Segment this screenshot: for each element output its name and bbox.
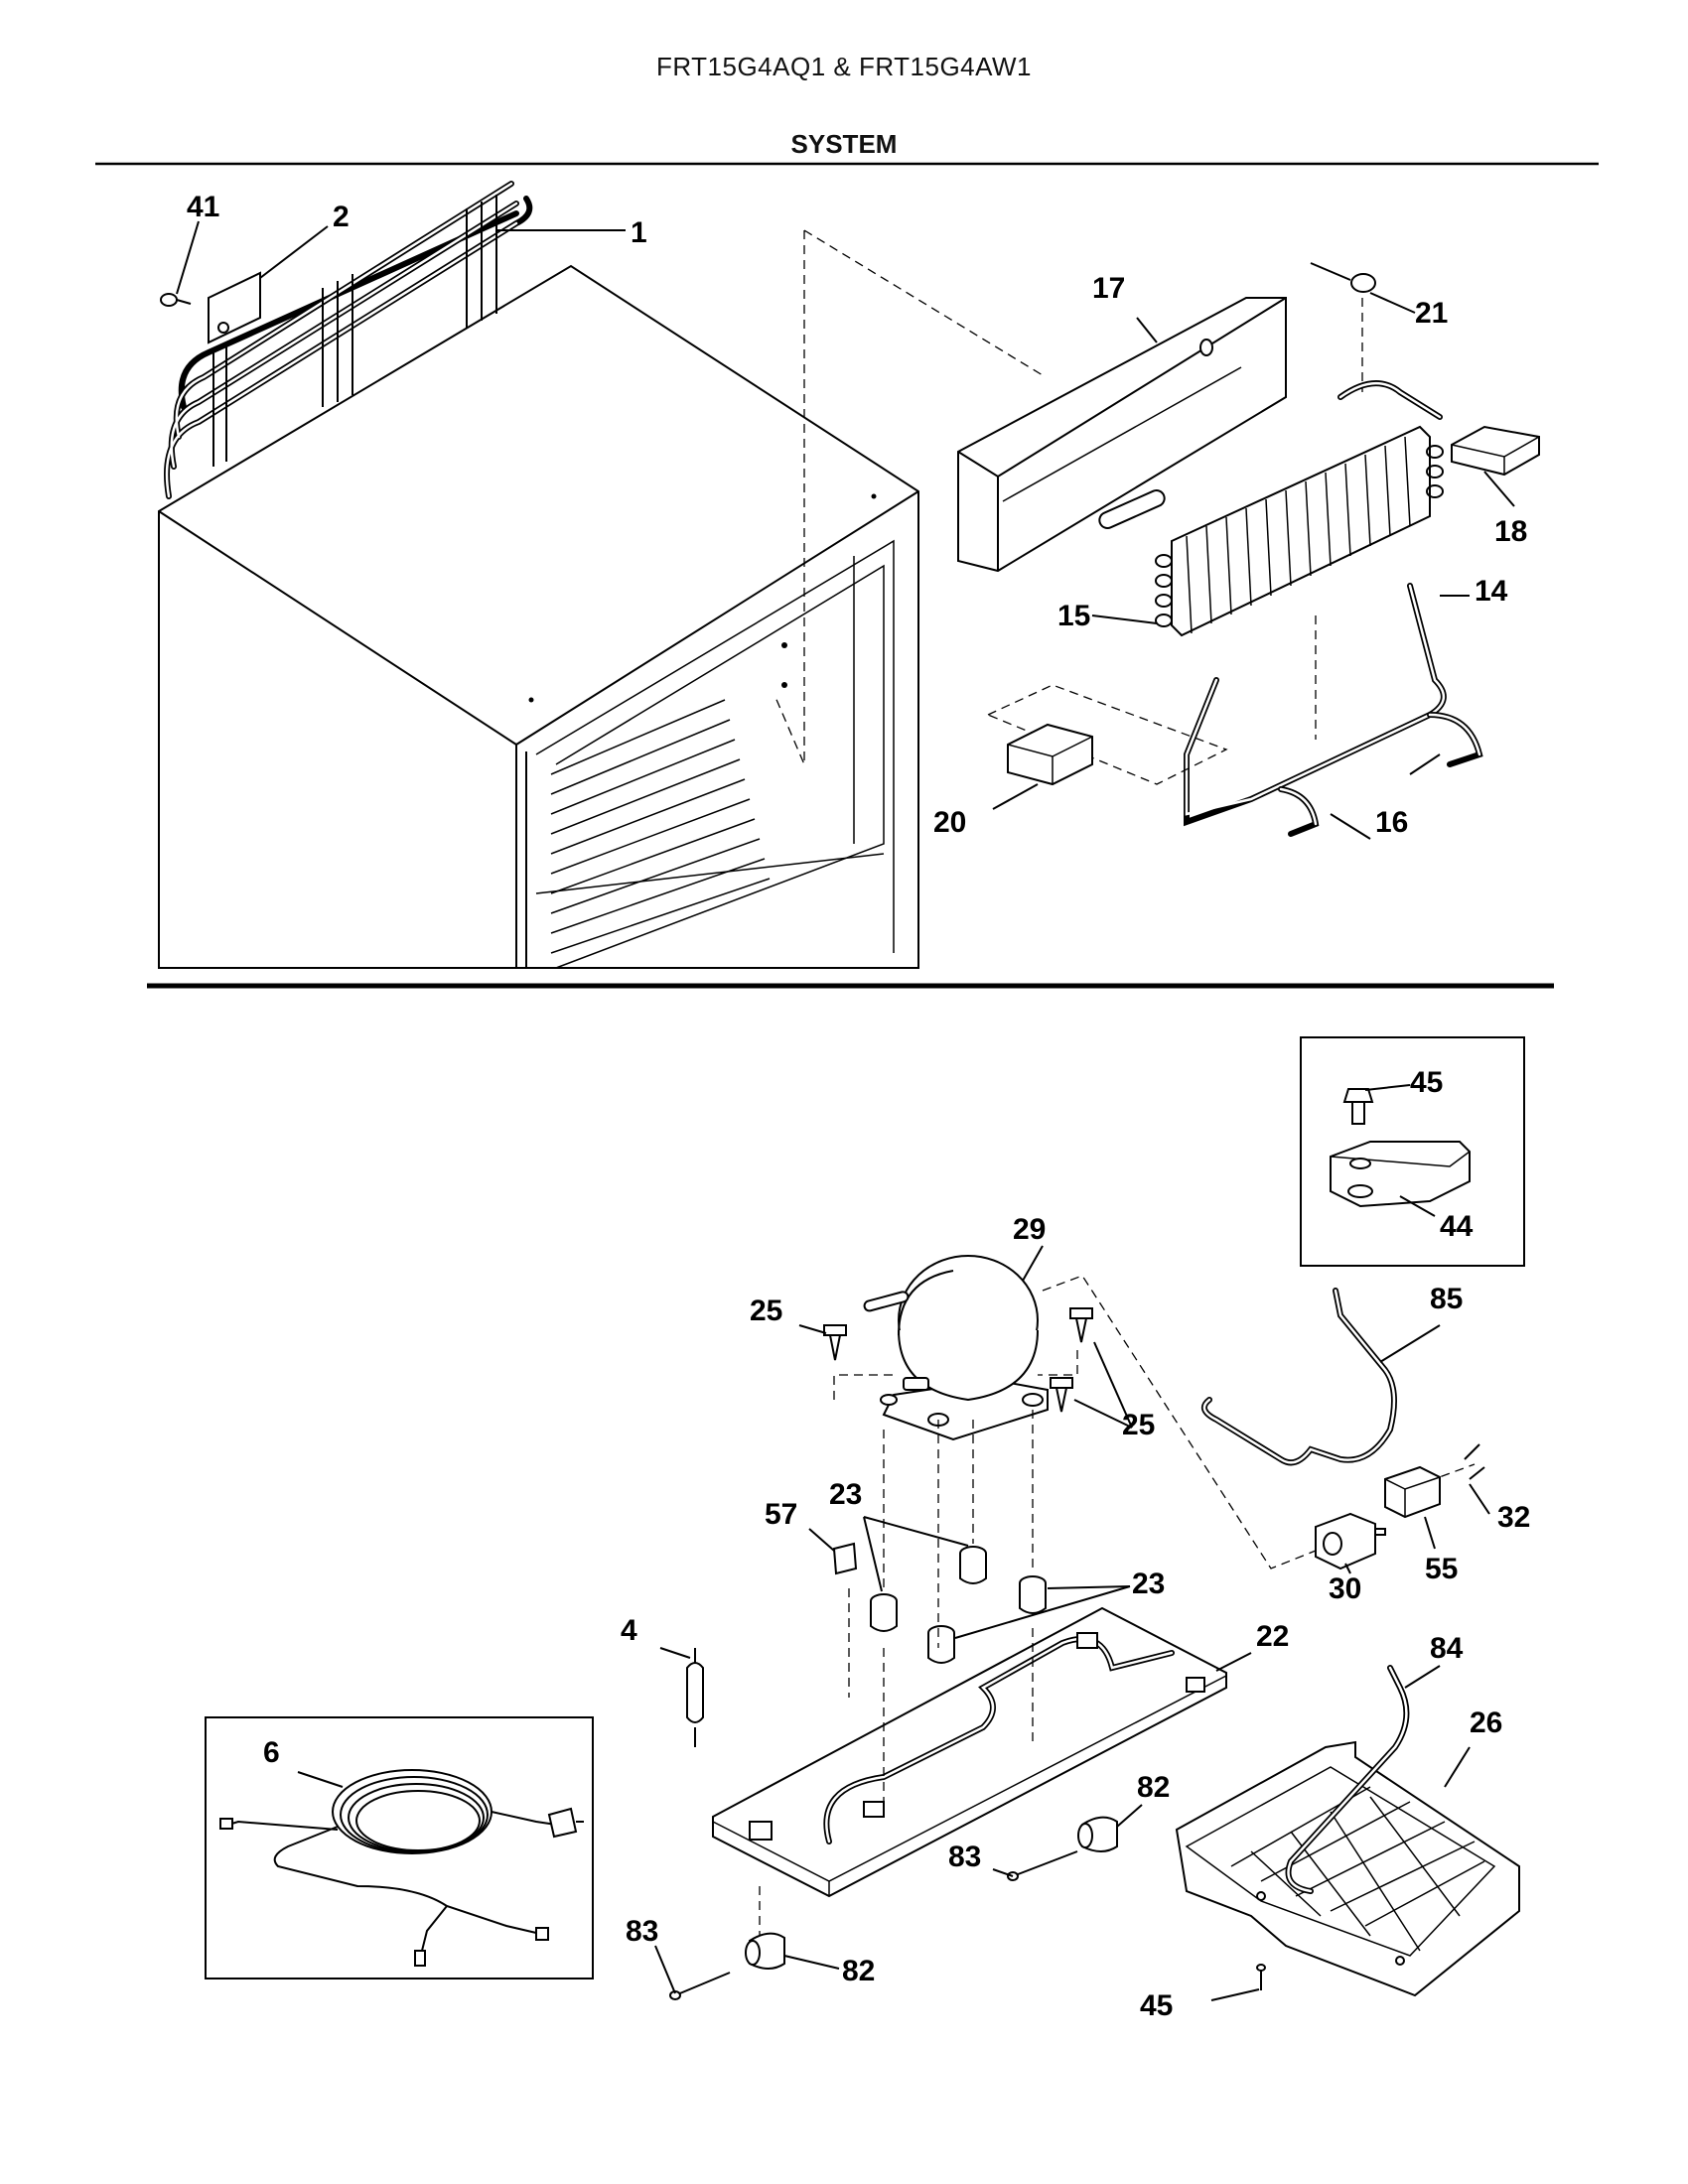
callout-17: 17	[1092, 272, 1125, 305]
sensor-cap	[1310, 262, 1376, 293]
callout-1: 1	[631, 216, 647, 249]
callout-85: 85	[1430, 1283, 1463, 1315]
bolt-45-inset	[1342, 1088, 1374, 1125]
condenser-tube	[1200, 1288, 1397, 1466]
callout-83-right: 83	[948, 1841, 981, 1873]
callout-15: 15	[1057, 600, 1090, 632]
heater-clips	[1278, 712, 1483, 837]
insulation-pad	[1007, 723, 1093, 786]
callout-82-right: 82	[1137, 1771, 1170, 1804]
section-title: SYSTEM	[790, 129, 898, 159]
screw-83-right	[1007, 1850, 1078, 1881]
callout-30: 30	[1329, 1572, 1361, 1605]
overload-protector	[1384, 1465, 1441, 1519]
bottom-leader-lines	[297, 1084, 1490, 2001]
inset-box-mounting-bracket	[1300, 1036, 1525, 1267]
callout-23-top: 23	[829, 1478, 862, 1511]
callout-84: 84	[1430, 1632, 1464, 1665]
condenser-coil	[164, 181, 533, 499]
leveling-foot-left	[745, 1932, 785, 1970]
callout-4: 4	[621, 1614, 637, 1647]
callout-26: 26	[1470, 1706, 1502, 1739]
leveling-foot-right	[1077, 1816, 1118, 1852]
compressor-bolt-right-2	[1050, 1377, 1073, 1413]
tubing-clip	[832, 1542, 858, 1575]
callout-20: 20	[933, 806, 966, 839]
condenser-bracket	[208, 271, 261, 344]
drain-pan	[1175, 1740, 1520, 1997]
drain-tube	[1285, 1665, 1410, 1894]
callout-14: 14	[1475, 575, 1508, 608]
callout-41: 41	[187, 191, 219, 223]
callout-18: 18	[1494, 515, 1527, 548]
screw-41	[160, 293, 192, 307]
screw-83-left	[669, 1972, 731, 2000]
filter-drier	[686, 1648, 704, 1747]
callout-44: 44	[1440, 1210, 1474, 1243]
callout-45-pan: 45	[1140, 1989, 1173, 2022]
compressor	[863, 1255, 1049, 1441]
callout-23-bottom: 23	[1132, 1568, 1165, 1600]
mounting-bracket	[1330, 1141, 1471, 1208]
callout-labels: 41 2 1 17 21 18 15 14 20 16 45 44 29 85 …	[187, 191, 1530, 2022]
callout-22: 22	[1256, 1620, 1289, 1653]
start-relay	[1315, 1512, 1386, 1570]
grommet-3	[1019, 1575, 1047, 1614]
wire-leads	[1464, 1443, 1485, 1480]
compressor-base-plate	[712, 1606, 1227, 1898]
model-title: FRT15G4AQ1 & FRT15G4AW1	[655, 52, 1033, 81]
callout-25-left: 25	[750, 1295, 782, 1327]
inset-box-power-cord	[205, 1716, 594, 1979]
grommet-4	[927, 1625, 955, 1664]
callout-25-right: 25	[1122, 1409, 1155, 1441]
callout-55: 55	[1425, 1553, 1458, 1585]
callout-45-inset: 45	[1410, 1066, 1443, 1099]
defrost-heater	[1184, 583, 1447, 827]
callout-57: 57	[765, 1498, 797, 1531]
callout-83-left: 83	[626, 1915, 658, 1948]
refrigerator-cabinet	[158, 264, 919, 969]
callout-2: 2	[333, 201, 350, 233]
bolt-45-pan	[1256, 1964, 1266, 1990]
top-leader-lines	[176, 220, 1515, 840]
callout-32: 32	[1497, 1501, 1530, 1534]
grommet-1	[870, 1593, 898, 1632]
foam-block	[1451, 425, 1540, 477]
compressor-bolt-left	[823, 1324, 847, 1361]
power-cord	[219, 1769, 584, 1967]
callout-16: 16	[1375, 806, 1408, 839]
evaporator-cover	[957, 297, 1287, 573]
callout-21: 21	[1415, 297, 1448, 330]
callout-82-left: 82	[842, 1955, 875, 1987]
compressor-bolt-right-1	[1069, 1307, 1093, 1343]
evaporator-coil	[1155, 380, 1444, 637]
grommet-2	[959, 1546, 987, 1584]
callout-29: 29	[1013, 1213, 1046, 1246]
callout-6: 6	[263, 1736, 280, 1769]
